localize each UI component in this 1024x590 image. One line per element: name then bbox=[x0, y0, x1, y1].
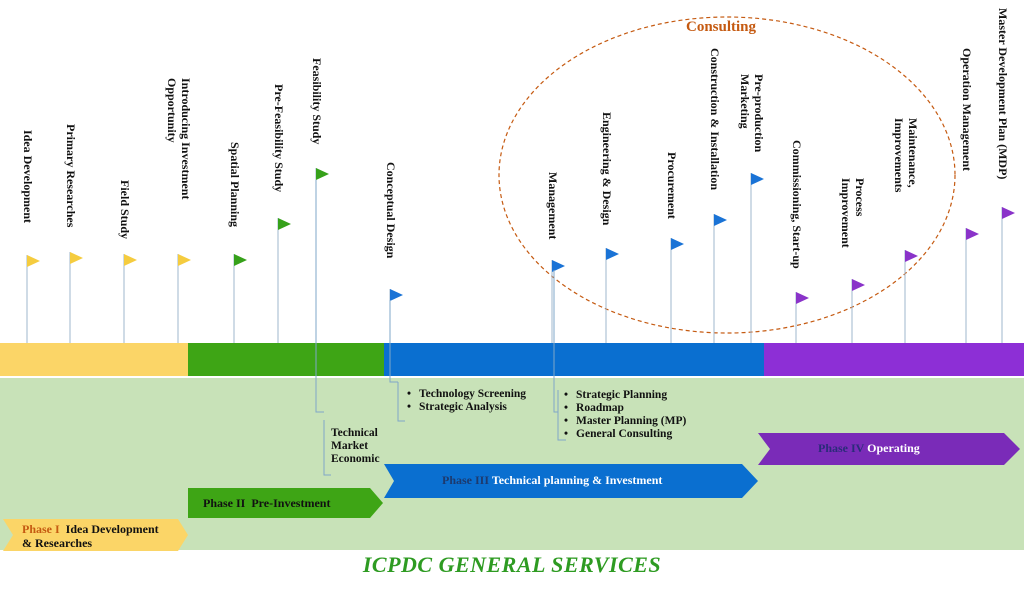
milestone-label: Feasibility Study bbox=[310, 58, 324, 145]
phase-arrow-1 bbox=[3, 519, 188, 551]
milestone-label: Operation Management bbox=[960, 48, 974, 171]
milestone-flag-icon bbox=[966, 228, 979, 240]
phase-band-3 bbox=[384, 343, 764, 377]
page-title: ICPDC GENERAL SERVICES bbox=[362, 552, 662, 577]
phase-name: Operating bbox=[867, 441, 920, 455]
milestone-flag-icon bbox=[278, 218, 291, 230]
list-item: Roadmap bbox=[564, 402, 686, 415]
list-item: Strategic Analysis bbox=[407, 401, 526, 414]
milestone-label: Process Improvement bbox=[839, 178, 867, 248]
milestone-label: Maintenance, Improvements bbox=[892, 118, 920, 193]
consulting-ellipse bbox=[498, 16, 956, 334]
milestone-label: Pre-production Marketing bbox=[738, 74, 766, 153]
milestone-flag-icon bbox=[606, 248, 619, 260]
milestone-flag-icon bbox=[552, 260, 565, 272]
phase-arrow-3 bbox=[384, 464, 758, 498]
phase-2-label: Phase II Pre-Investment bbox=[203, 496, 330, 511]
phase-1-label: Phase I Idea Development & Researches bbox=[22, 522, 159, 550]
list-item: General Consulting bbox=[564, 428, 686, 441]
milestone-label: Introducing Investment Opportunity bbox=[165, 78, 193, 200]
milestone-label: Spatial Planning bbox=[228, 142, 242, 228]
management-list: Strategic Planning Roadmap Master Planni… bbox=[564, 389, 686, 441]
milestone-label: Procurement bbox=[665, 152, 679, 219]
milestone-label: Engineering & Design bbox=[600, 112, 614, 226]
milestone-flag-icon bbox=[390, 289, 403, 301]
phase-tag: Phase III bbox=[442, 473, 490, 487]
phase-band-1 bbox=[0, 343, 188, 377]
milestone-flag-icon bbox=[70, 252, 83, 264]
milestone-poles bbox=[26, 168, 1015, 343]
milestone-flag-icon bbox=[234, 254, 247, 266]
milestone-flag-icon bbox=[852, 279, 865, 291]
phase-tag: Phase IV bbox=[818, 441, 865, 455]
milestone-label: Primary Researches bbox=[64, 124, 78, 228]
milestone-flag-icon bbox=[671, 238, 684, 250]
phase-name: Pre-Investment bbox=[251, 496, 331, 510]
milestone-label: Commissioning, Start-up bbox=[790, 140, 804, 269]
milestone-flag-icon bbox=[1002, 207, 1015, 219]
milestone-flag-icon bbox=[751, 173, 764, 185]
phase-arrow-4 bbox=[758, 433, 1020, 465]
phase-3-label: Phase III Technical planning & Investmen… bbox=[442, 473, 662, 488]
phase-name: Technical planning & Investment bbox=[491, 473, 663, 487]
phase-name: Idea Development & Researches bbox=[22, 522, 159, 550]
phase-band-4 bbox=[764, 343, 1024, 377]
milestone-flag-icon bbox=[316, 168, 329, 180]
milestone-label: Conceptual Design bbox=[384, 162, 398, 259]
phase-band-2 bbox=[188, 343, 384, 377]
milestone-label: Construction & Installation bbox=[708, 48, 722, 191]
milestone-flag-icon bbox=[124, 254, 137, 266]
list-item: Market bbox=[331, 440, 369, 452]
consulting-title: Consulting bbox=[686, 19, 757, 35]
list-item: Master Planning (MP) bbox=[564, 415, 686, 428]
milestone-flag-icon bbox=[178, 254, 191, 266]
phase-tag: Phase II bbox=[203, 496, 246, 510]
feasibility-list: Technical Market Economic bbox=[331, 427, 380, 466]
phase-arrow-2 bbox=[188, 488, 383, 518]
phase-tag: Phase I bbox=[22, 522, 60, 536]
milestone-label: Field Study bbox=[118, 180, 132, 240]
list-item: Technology Screening bbox=[407, 388, 526, 401]
conceptual-list: Technology Screening Strategic Analysis bbox=[407, 388, 526, 414]
milestone-flag-icon bbox=[714, 214, 727, 226]
list-item: Strategic Planning bbox=[564, 389, 686, 402]
milestone-label: Idea Development bbox=[21, 130, 35, 223]
list-item: Economic bbox=[331, 453, 380, 465]
milestone-flag-icon bbox=[796, 292, 809, 304]
milestone-label: Pre-Feasibility Study bbox=[272, 84, 286, 193]
phase-4-label: Phase IV Operating bbox=[818, 441, 920, 456]
milestone-flag-icon bbox=[905, 250, 918, 262]
milestone-label: Management bbox=[546, 172, 560, 240]
bracket-lines bbox=[315, 180, 566, 476]
list-item: Technical bbox=[331, 427, 378, 439]
milestone-label: Master Development Plan (MDP) bbox=[996, 8, 1010, 180]
milestone-flag-icon bbox=[27, 255, 40, 267]
